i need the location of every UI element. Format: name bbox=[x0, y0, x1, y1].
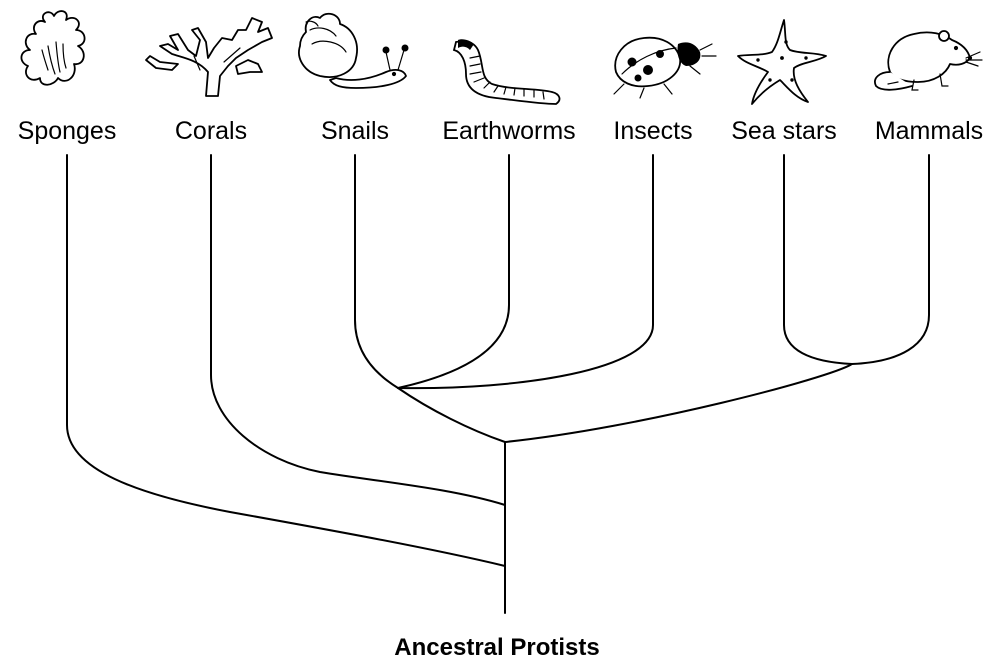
branch-earthworms bbox=[398, 155, 509, 388]
taxon-label-mammals: Mammals bbox=[875, 117, 983, 145]
taxon-label-sea-stars: Sea stars bbox=[731, 117, 837, 145]
taxon-label-snails: Snails bbox=[321, 117, 389, 145]
coral-icon bbox=[146, 18, 272, 96]
branch-deuterostomes bbox=[505, 364, 852, 442]
sponge-icon bbox=[21, 11, 84, 85]
branch-snails bbox=[355, 155, 398, 388]
tree-branches bbox=[67, 155, 929, 613]
taxon-label-corals: Corals bbox=[175, 117, 247, 145]
taxon-label-earthworms: Earthworms bbox=[442, 117, 575, 145]
branch-protostomes bbox=[398, 388, 505, 442]
earthworm-icon bbox=[454, 39, 559, 104]
snail-icon bbox=[299, 14, 408, 88]
mouse-icon bbox=[875, 31, 982, 90]
taxon-label-sponges: Sponges bbox=[18, 117, 117, 145]
branch-sea-stars bbox=[784, 155, 852, 364]
ladybug-icon bbox=[614, 38, 716, 98]
branch-insects bbox=[398, 155, 653, 388]
taxon-label-insects: Insects bbox=[613, 117, 692, 145]
branch-sponges bbox=[67, 155, 505, 566]
branch-mammals bbox=[852, 155, 929, 364]
branch-corals bbox=[211, 155, 505, 505]
sea-star-icon bbox=[738, 20, 826, 104]
root-label: Ancestral Protists bbox=[394, 634, 599, 660]
